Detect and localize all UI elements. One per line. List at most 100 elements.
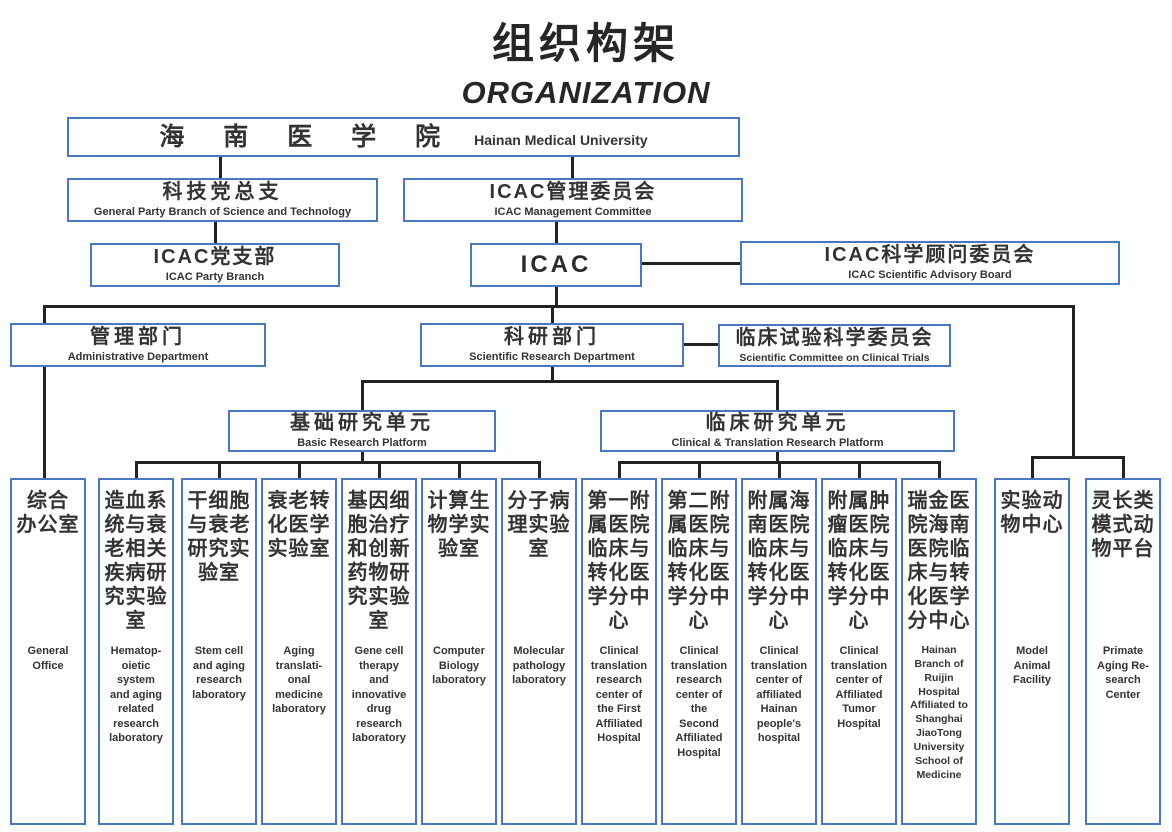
connector: [214, 222, 217, 243]
unit-zh: 分子病 理实验 室: [507, 490, 571, 560]
unit-computer-biology-lab: 计算生 物学实 验室 Computer Biology laboratory: [421, 478, 497, 825]
unit-en: Aging translati- onal medicine laborator…: [272, 645, 326, 716]
connector: [1031, 456, 1125, 459]
node-clinical-platform-zh: 临床研究单元: [705, 412, 850, 435]
node-icac-party-en: ICAC Party Branch: [165, 271, 265, 284]
node-admin-dept-zh: 管理部门: [90, 326, 186, 349]
connector: [555, 287, 558, 307]
node-advisory-board-en: ICAC Scientific Advisory Board: [848, 269, 1012, 282]
unit-stem-cell-lab: 干细胞 与衰老 研究实 验室 Stem cell and aging resea…: [181, 478, 257, 825]
unit-zh: 第一附 属医院 临床与 转化医 学分中 心: [587, 490, 651, 632]
node-admin-dept-en: Administrative Department: [67, 351, 209, 364]
node-university: 海 南 医 学 院 Hainan Medical University: [67, 117, 740, 157]
unit-zh: 附属海 南医院 临床与 转化医 学分中 心: [747, 490, 811, 632]
connector: [776, 380, 779, 410]
connector: [361, 380, 364, 410]
unit-zh: 计算生 物学实 验室: [427, 490, 491, 560]
unit-zh: 实验动 物中心: [1000, 490, 1064, 536]
unit-zh: 附属肿 瘤医院 临床与 转化医 学分中 心: [827, 490, 891, 632]
unit-en: Clinical translation center of affiliate…: [750, 645, 808, 745]
node-icac: ICAC: [470, 243, 642, 287]
unit-en: Primate Aging Re- search Center: [1097, 645, 1149, 701]
unit-molecular-pathology-lab: 分子病 理实验 室 Molecular pathology laboratory: [501, 478, 577, 825]
connector: [1072, 305, 1075, 458]
unit-zh: 瑞金医 院海南 医院临 床与转 化医学 分中心: [907, 490, 971, 632]
unit-zh: 干细胞 与衰老 研究实 验室: [187, 490, 251, 584]
node-clinical-committee: 临床试验科学委员会 Scientific Committee on Clinic…: [718, 324, 951, 367]
connector: [1031, 456, 1034, 478]
unit-en: Hematop- oietic system and aging related…: [109, 645, 163, 745]
page-title-block: 组织构架 ORGANIZATION: [0, 10, 1172, 111]
connector: [571, 157, 574, 178]
unit-general-office: 综合 办公室 General Office: [10, 478, 86, 825]
unit-en: Molecular pathology laboratory: [512, 645, 566, 687]
connector: [43, 305, 46, 323]
node-icac-mgmt: ICAC管理委员会 ICAC Management Committee: [403, 178, 743, 222]
node-clinical-committee-en: Scientific Committee on Clinical Trials: [739, 351, 930, 364]
unit-tumor-hospital-center: 附属肿 瘤医院 临床与 转化医 学分中 心 Clinical translati…: [821, 478, 897, 825]
node-icac-label: ICAC: [520, 251, 592, 279]
connector: [555, 222, 558, 243]
node-party-branch: 科技党总支 General Party Branch of Science an…: [67, 178, 378, 222]
page-title: 组织构架: [491, 20, 680, 67]
unit-hematopoietic-lab: 造血系 统与衰 老相关 疾病研 究实验 室 Hematop- oietic sy…: [98, 478, 174, 825]
connector: [778, 461, 781, 478]
connector: [218, 461, 221, 478]
connector: [858, 461, 861, 478]
node-clinical-platform: 临床研究单元 Clinical & Translation Research P…: [600, 410, 955, 452]
node-advisory-board-zh: ICAC科学顾问委员会: [824, 244, 1036, 267]
node-icac-mgmt-zh: ICAC管理委员会: [489, 181, 657, 204]
node-icac-mgmt-en: ICAC Management Committee: [494, 206, 652, 219]
connector: [458, 461, 461, 478]
node-clinical-platform-en: Clinical & Translation Research Platform: [671, 437, 884, 450]
unit-zh: 灵长类 模式动 物平台: [1091, 490, 1155, 560]
unit-en: Stem cell and aging research laboratory: [192, 645, 246, 701]
unit-primate-aging-center: 灵长类 模式动 物平台 Primate Aging Re- search Cen…: [1085, 478, 1161, 825]
unit-zh: 基因细 胞治疗 和创新 药物研 究实验 室: [347, 490, 411, 632]
unit-model-animal-facility: 实验动 物中心 Model Animal Facility: [994, 478, 1070, 825]
unit-second-affiliated-center: 第二附 属医院 临床与 转化医 学分中 心 Clinical translati…: [661, 478, 737, 825]
node-university-en: Hainan Medical University: [474, 131, 648, 148]
unit-en: Gene cell therapy and innovative drug re…: [351, 645, 407, 745]
node-university-zh: 海 南 医 学 院: [159, 122, 457, 151]
unit-en: Clinical translation research center of …: [670, 645, 728, 759]
connector: [698, 461, 701, 478]
connector: [378, 461, 381, 478]
connector: [43, 367, 46, 478]
unit-zh: 衰老转 化医学 实验室: [267, 490, 331, 560]
unit-en: General Office: [27, 645, 69, 672]
connector: [298, 461, 301, 478]
node-icac-party-zh: ICAC党支部: [153, 246, 277, 269]
connector: [135, 461, 541, 464]
node-advisory-board: ICAC科学顾问委员会 ICAC Scientific Advisory Boa…: [740, 241, 1120, 285]
page-subtitle: ORGANIZATION: [461, 75, 711, 110]
connector: [361, 380, 779, 383]
connector: [618, 461, 621, 478]
connector: [776, 452, 779, 463]
unit-en: Clinical translation center of Affiliate…: [830, 645, 888, 730]
connector: [135, 461, 138, 478]
unit-en: Hainan Branch of Ruijin Hospital Affilia…: [910, 644, 968, 781]
node-basic-platform: 基础研究单元 Basic Research Platform: [228, 410, 496, 452]
connector: [684, 343, 718, 346]
unit-en: Model Animal Facility: [1013, 645, 1051, 687]
node-clinical-committee-zh: 临床试验科学委员会: [735, 326, 934, 349]
connector: [642, 262, 740, 265]
connector: [551, 367, 554, 382]
node-party-branch-en: General Party Branch of Science and Tech…: [93, 206, 352, 219]
connector: [551, 305, 554, 323]
unit-en: Clinical translation research center of …: [590, 645, 648, 745]
connector: [219, 157, 222, 178]
connector: [361, 452, 364, 463]
unit-first-affiliated-center: 第一附 属医院 临床与 转化医 学分中 心 Clinical translati…: [581, 478, 657, 825]
node-basic-platform-zh: 基础研究单元: [290, 412, 434, 435]
unit-gene-cell-therapy-lab: 基因细 胞治疗 和创新 药物研 究实验 室 Gene cell therapy …: [341, 478, 417, 825]
unit-zh: 综合 办公室: [16, 490, 80, 536]
node-basic-platform-en: Basic Research Platform: [297, 437, 427, 450]
connector: [43, 305, 1075, 308]
connector: [1122, 456, 1125, 478]
connector: [538, 461, 541, 478]
node-sci-dept-zh: 科研部门: [504, 326, 600, 349]
connector: [938, 461, 941, 478]
